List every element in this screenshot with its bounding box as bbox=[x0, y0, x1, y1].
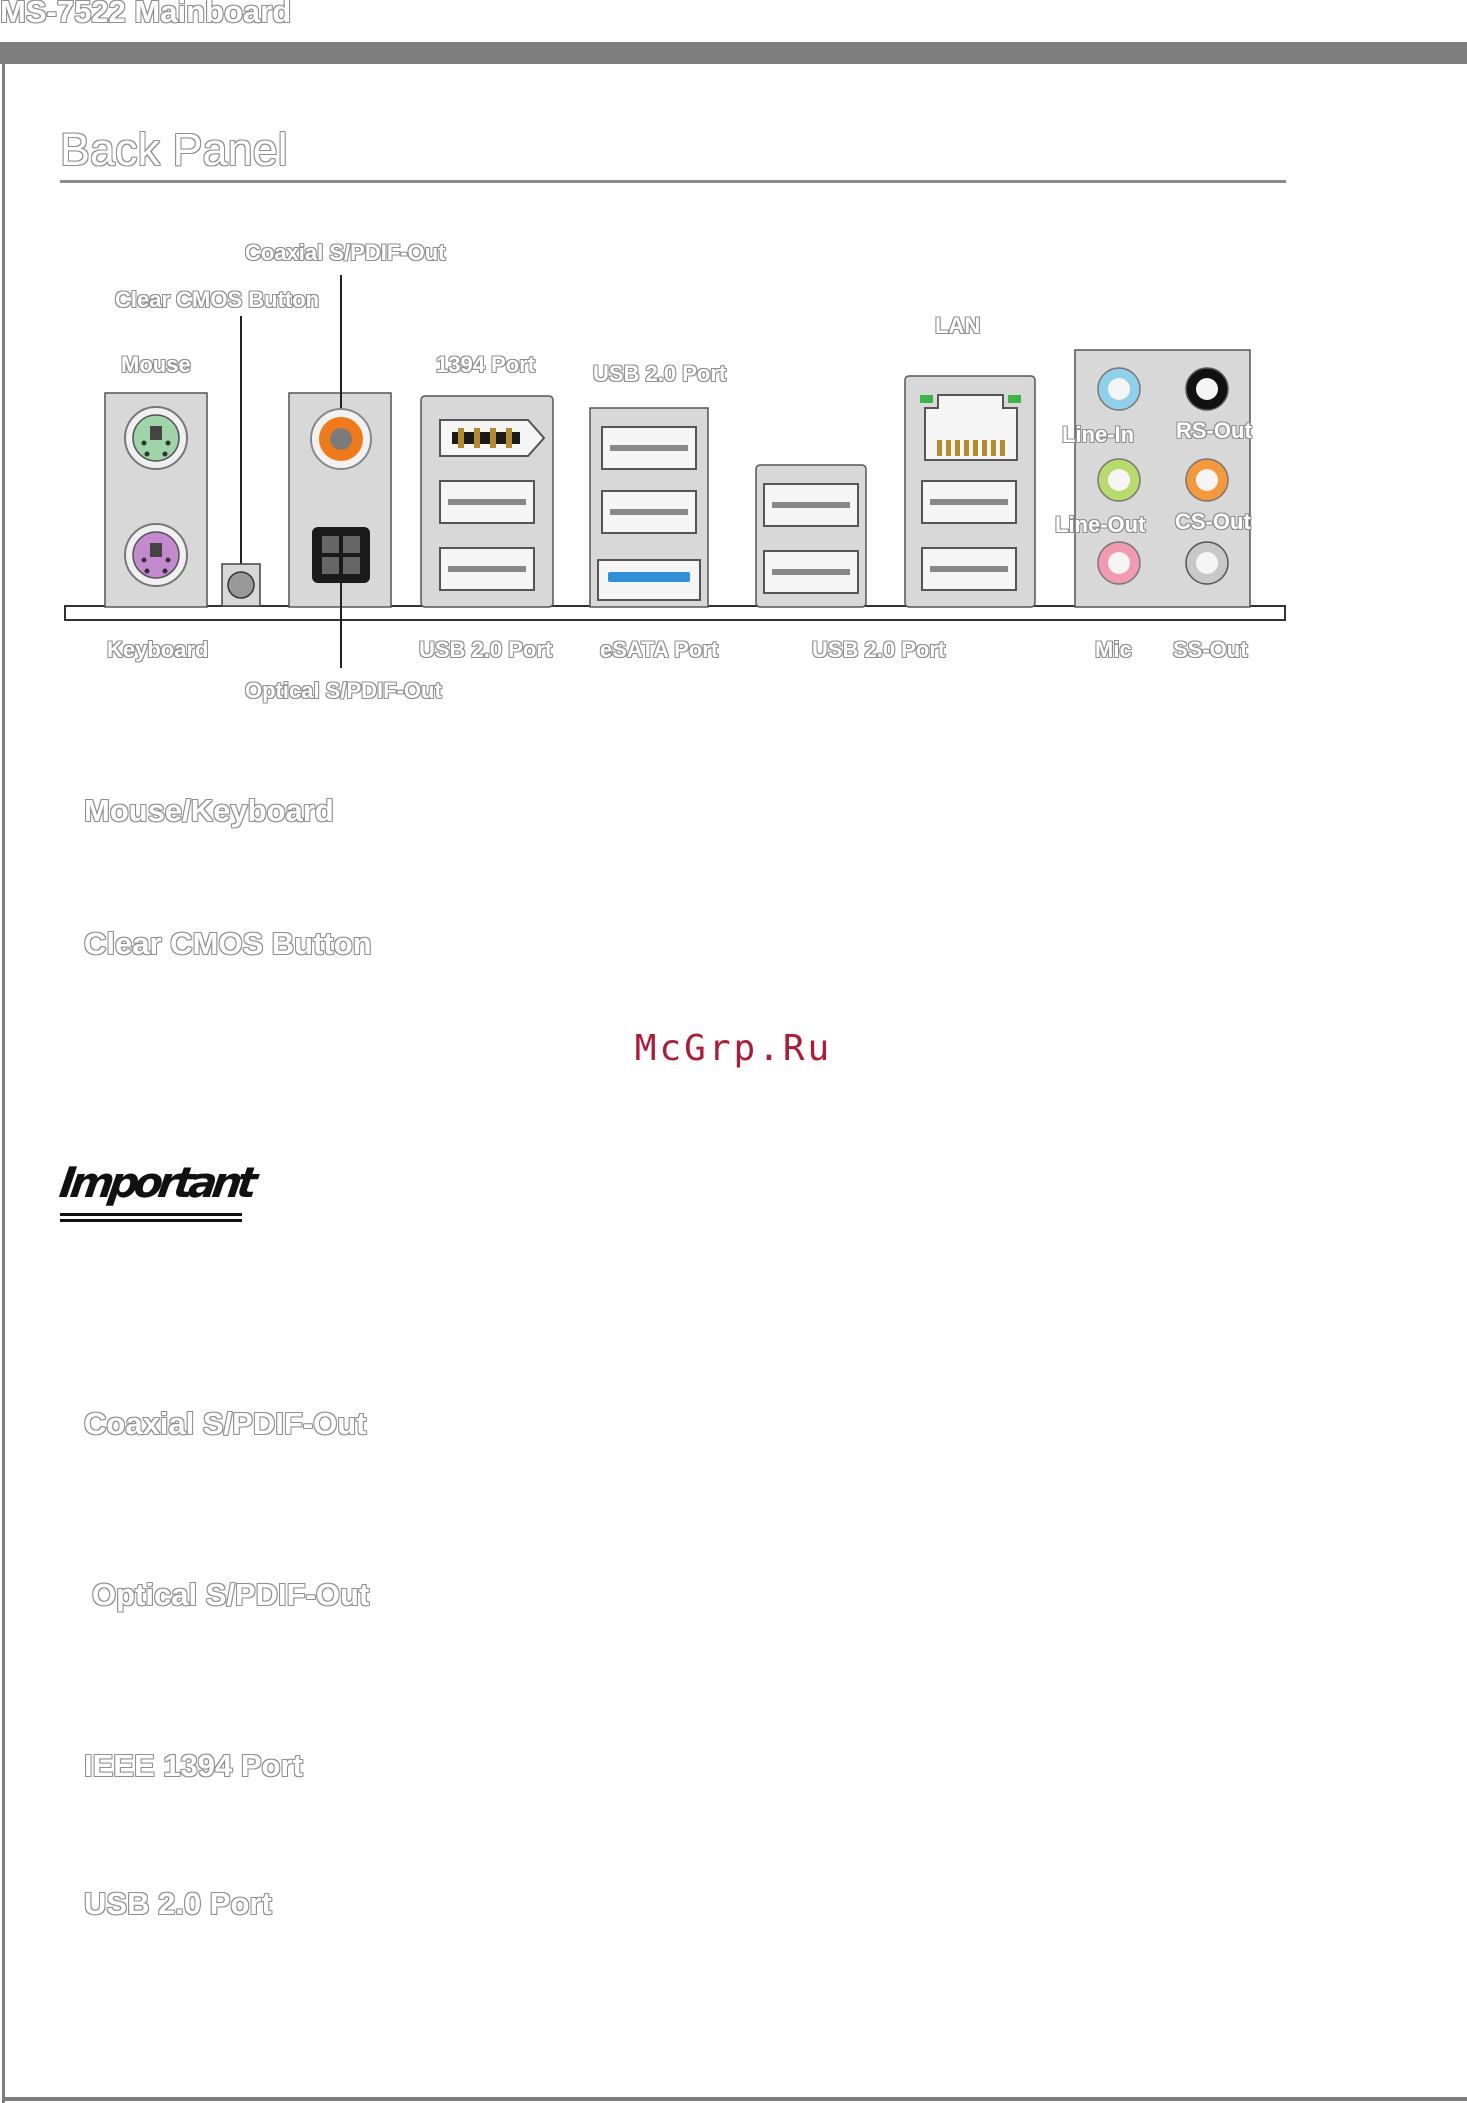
page-title: Back Panel bbox=[60, 124, 288, 175]
label-cs-out: CS-Out bbox=[1175, 509, 1251, 534]
label-usb-bottom-2: USB 2.0 Port bbox=[812, 637, 946, 662]
bottom-page-rule bbox=[2, 2097, 1467, 2101]
header-model-title: MS-7522 Mainboard bbox=[0, 0, 292, 29]
header-bar bbox=[0, 42, 1467, 64]
back-panel-diagram: Coaxial S/PDIF-Out Clear CMOS Button Mou… bbox=[0, 0, 1467, 720]
io-shield-base bbox=[64, 605, 1286, 621]
title-underline bbox=[60, 180, 1286, 183]
label-coaxial-spdif: Coaxial S/PDIF-Out bbox=[245, 240, 446, 265]
label-esata: eSATA Port bbox=[600, 637, 719, 662]
label-mic: Mic bbox=[1095, 637, 1132, 662]
label-optical-spdif: Optical S/PDIF-Out bbox=[245, 678, 442, 703]
label-line-in: Line-In bbox=[1062, 422, 1135, 447]
important-underline bbox=[60, 1213, 242, 1216]
label-1394-port: 1394 Port bbox=[436, 352, 536, 377]
ieee1394-usb-block bbox=[420, 395, 554, 608]
left-page-rule bbox=[2, 42, 5, 2103]
audio-block bbox=[1074, 349, 1251, 608]
label-lan: LAN bbox=[935, 313, 981, 338]
lan-usb-block bbox=[904, 375, 1036, 608]
watermark: McGrp.Ru bbox=[634, 1028, 833, 1069]
heading-coaxial-spdif: Coaxial S/PDIF-Out bbox=[84, 1406, 367, 1441]
label-rs-out: RS-Out bbox=[1176, 418, 1252, 443]
usb-dual-block bbox=[755, 464, 867, 608]
label-keyboard: Keyboard bbox=[107, 637, 209, 662]
important-underline-2 bbox=[60, 1219, 242, 1222]
ps2-block bbox=[104, 392, 208, 608]
back-panel-illustration bbox=[64, 275, 1286, 668]
optical-port-icon bbox=[312, 527, 370, 583]
label-line-out: Line-Out bbox=[1055, 512, 1146, 537]
heading-clear-cmos: Clear CMOS Button bbox=[84, 926, 372, 961]
heading-usb: USB 2.0 Port bbox=[84, 1886, 272, 1921]
label-usb-bottom-1: USB 2.0 Port bbox=[419, 637, 553, 662]
label-ss-out: SS-Out bbox=[1173, 637, 1248, 662]
label-clear-cmos: Clear CMOS Button bbox=[115, 287, 320, 312]
usb-esata-block bbox=[589, 407, 709, 608]
important-heading: Important bbox=[56, 1158, 256, 1207]
spdif-block bbox=[288, 275, 392, 668]
heading-mouse-keyboard: Mouse/Keyboard bbox=[84, 793, 334, 828]
heading-optical-spdif: Optical S/PDIF-Out bbox=[92, 1577, 370, 1612]
label-mouse: Mouse bbox=[121, 352, 191, 377]
clear-cmos-button-icon bbox=[221, 316, 261, 607]
label-usb-top: USB 2.0 Port bbox=[593, 361, 727, 386]
heading-ieee1394: IEEE 1394 Port bbox=[84, 1748, 303, 1783]
